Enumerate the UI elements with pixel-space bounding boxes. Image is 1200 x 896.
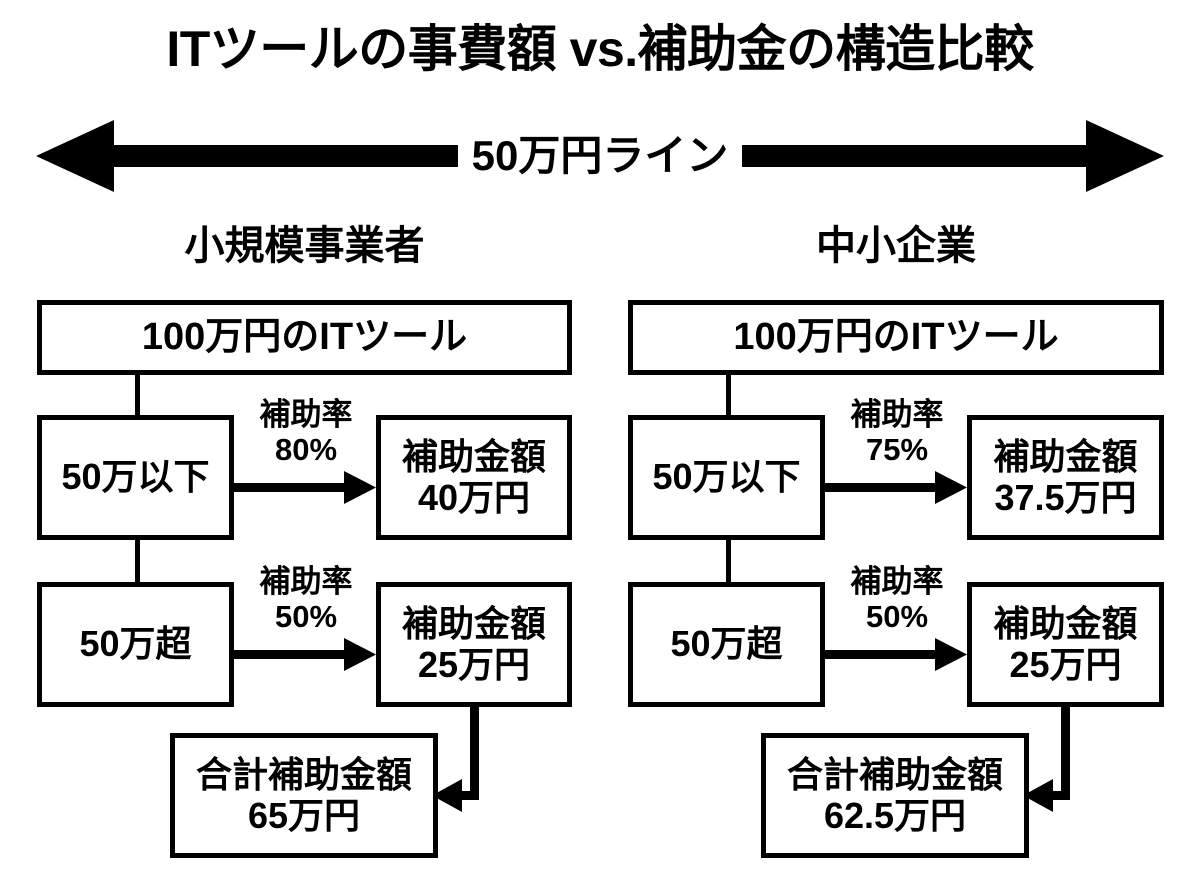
result-value: 37.5万円 xyxy=(994,476,1137,518)
rate-value: 50% xyxy=(274,598,338,634)
arrow-results-to-total-left xyxy=(432,704,479,812)
source-box-small-business: 100万円のITツール xyxy=(37,300,572,375)
rate-label-tier1-right: 補助率 75% xyxy=(827,397,967,467)
rate-title: 補助率 xyxy=(850,564,944,599)
tier-box-over-50-small-business: 50万超 xyxy=(37,582,234,707)
total-title: 合計補助金額 xyxy=(195,754,412,796)
total-value: 62.5万円 xyxy=(823,794,967,836)
rate-title: 補助率 xyxy=(850,397,944,432)
arrow-tier1-to-result1-right xyxy=(825,471,967,504)
rate-title: 補助率 xyxy=(259,564,353,599)
rate-label-tier2-left: 補助率 50% xyxy=(236,564,376,634)
source-label: 100万円のITツール xyxy=(733,316,1059,359)
rate-label-tier1-left: 補助率 80% xyxy=(236,397,376,467)
double-arrow-icon xyxy=(36,120,1164,192)
column-header-sme: 中小企業 xyxy=(816,224,976,268)
connector-left-spine-2 xyxy=(135,536,140,584)
rate-title: 補助率 xyxy=(259,397,353,432)
source-label: 100万円のITツール xyxy=(141,316,468,359)
total-value: 65万円 xyxy=(247,794,361,836)
result-box-tier1-right: 補助金額 37.5万円 xyxy=(967,415,1164,540)
tier-label: 50万以下 xyxy=(652,456,801,498)
tier-label: 50万超 xyxy=(79,623,192,665)
arrow-tier2-to-result2-right xyxy=(825,638,967,671)
result-title: 補助金額 xyxy=(993,436,1138,478)
tier-box-under-50-sme: 50万以下 xyxy=(628,415,825,540)
rate-value: 75% xyxy=(865,431,929,467)
tier-box-over-50-sme: 50万超 xyxy=(628,582,825,707)
rate-value: 50% xyxy=(865,598,929,634)
tier-label: 50万以下 xyxy=(61,456,210,498)
result-value: 40万円 xyxy=(417,476,531,518)
total-box-sme: 合計補助金額 62.5万円 xyxy=(761,733,1029,858)
result-title: 補助金額 xyxy=(401,603,546,645)
arrow-tier1-to-result1-left xyxy=(234,471,376,504)
result-title: 補助金額 xyxy=(401,436,546,478)
result-value: 25万円 xyxy=(1009,643,1122,685)
connector-right-spine-2 xyxy=(726,536,731,584)
tier-box-under-50-small-business: 50万以下 xyxy=(37,415,234,540)
connector-left-spine-1 xyxy=(135,373,140,419)
result-title: 補助金額 xyxy=(993,603,1138,645)
tier-label: 50万超 xyxy=(670,623,783,665)
fifty-man-line-band: 50万円ライン xyxy=(36,120,1164,192)
result-box-tier2-left: 補助金額 25万円 xyxy=(376,582,572,707)
result-box-tier2-right: 補助金額 25万円 xyxy=(967,582,1164,707)
arrow-results-to-total-right xyxy=(1023,704,1070,812)
arrow-tier2-to-result2-left xyxy=(234,638,376,671)
source-box-sme: 100万円のITツール xyxy=(628,300,1164,375)
connector-right-spine-1 xyxy=(726,373,731,419)
rate-value: 80% xyxy=(274,431,338,467)
result-value: 25万円 xyxy=(417,643,531,685)
total-box-small-business: 合計補助金額 65万円 xyxy=(170,733,438,858)
page-title: ITツールの事費額 vs.補助金の構造比較 xyxy=(166,21,1034,77)
total-title: 合計補助金額 xyxy=(786,754,1003,796)
result-box-tier1-left: 補助金額 40万円 xyxy=(376,415,572,540)
column-header-small-business: 小規模事業者 xyxy=(184,224,425,268)
rate-label-tier2-right: 補助率 50% xyxy=(827,564,967,634)
